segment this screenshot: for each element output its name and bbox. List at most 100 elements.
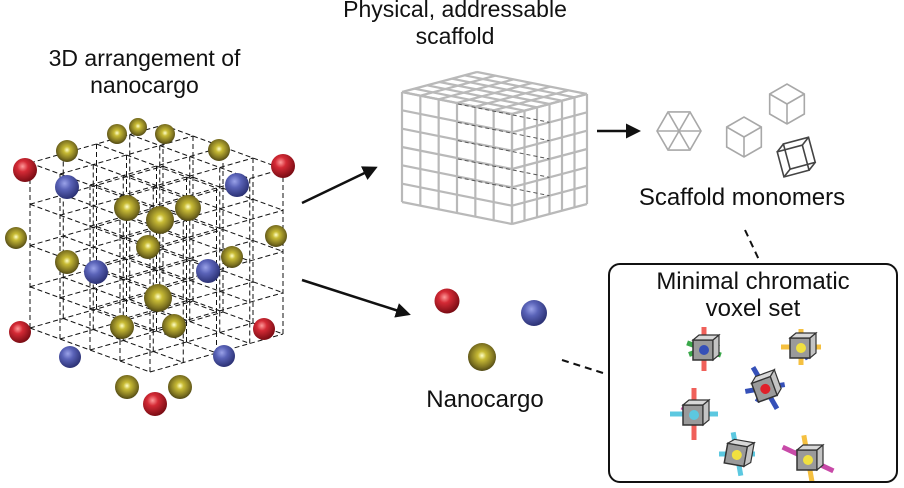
lattice-line [149,251,284,290]
voxel-side [769,368,782,397]
voxel-set [670,327,835,484]
monomer-edge [783,168,791,178]
gold-sphere [265,225,287,247]
lattice-line [59,135,194,175]
lattice-line [29,207,164,246]
gold-sphere [168,375,192,399]
voxel-side [712,333,720,362]
lattice-line [149,168,284,208]
lattice-line [96,184,217,230]
nanocargo-red-sphere [434,288,460,314]
nanocargo-gold-sphere [468,343,496,371]
blue-sphere [55,175,79,199]
scaffold-inner-line [457,158,550,178]
lattice-line [96,226,217,271]
lattice-line [63,235,184,281]
lattice-line [96,308,217,354]
lattice-line [29,165,164,205]
gold-sphere [136,235,160,259]
blue-sphere [225,173,249,197]
gold-sphere [110,315,134,339]
gold-sphere [175,195,201,221]
scaffold-line [511,202,588,226]
gold-sphere [155,124,175,144]
lattice-line [89,229,224,268]
voxel-1 [686,327,722,371]
nanocargo-blue-sphere [521,300,547,326]
scaffold-monomers [656,83,817,178]
scaffold-line [401,182,513,207]
lattice-line [129,175,250,221]
arrow-to-scaffold [301,166,378,205]
voxel-core [760,383,771,394]
monomer-edge [726,126,745,138]
blue-sphere [59,346,81,368]
monomer-face [782,136,817,171]
dashed-connector-nanocargo [561,359,604,374]
monomer-outline [656,111,702,151]
gold-sphere [162,314,186,338]
scaffold-cube [400,70,589,226]
blue-sphere [196,259,220,283]
monomer-cube-1 [725,116,763,158]
lattice-line [89,311,224,351]
lattice-line [63,318,184,363]
lattice-line [149,333,284,373]
arrow-to-nanocargo [301,278,411,318]
red-sphere [13,158,37,182]
lattice-line [162,248,284,294]
monomer-spoke [667,130,680,150]
voxel-side [816,443,824,472]
lattice-line [129,299,250,344]
scaffold-inner-line [457,121,550,142]
lattice-line [89,187,224,227]
red-sphere [271,154,295,178]
lattice-line [89,146,224,186]
lattice-line [149,292,284,332]
scaffold-line [401,200,513,226]
voxel-2 [781,329,821,365]
voxel-set-panel [608,263,898,483]
gold-sphere [55,250,79,274]
dashed-connector-monomers [744,229,761,263]
monomer-edge [801,136,810,146]
lattice-line [59,259,194,299]
voxel-core [699,345,709,355]
voxel-3 [744,365,786,411]
nanocargo-label: Nanocargo [426,386,544,413]
gold-sphere [114,195,140,221]
scaffold-line [464,74,575,99]
lattice-line [119,198,254,238]
voxel-core [803,455,813,465]
scaffold-line [511,92,588,116]
scaffold-inner-line [457,103,550,123]
voxel-5 [718,431,756,477]
monomer-face [776,144,811,178]
voxel-side [809,331,817,360]
lattice-line [162,165,284,211]
monomer-cube-2 [768,83,806,125]
lattice-line [59,300,194,340]
lattice-line [119,157,254,197]
lattice-line [119,281,254,321]
monomer-edge [743,126,762,138]
gold-sphere [115,375,139,399]
voxel-4 [670,388,718,440]
voxel-side [743,441,756,468]
lattice-line [119,322,254,362]
red-sphere [9,321,31,343]
lattice-line [162,124,284,170]
gold-sphere [221,246,243,268]
scaffold-inner-line [457,140,550,160]
monomer-edge [769,93,788,105]
nanocargo-arrangement [5,118,295,416]
red-sphere [253,318,275,340]
lattice-line [63,276,184,322]
scaffold-line [476,70,588,96]
monomer-spoke [678,130,691,150]
voxel-core [796,343,806,353]
gold-sphere [107,124,127,144]
voxel-core [731,449,742,460]
